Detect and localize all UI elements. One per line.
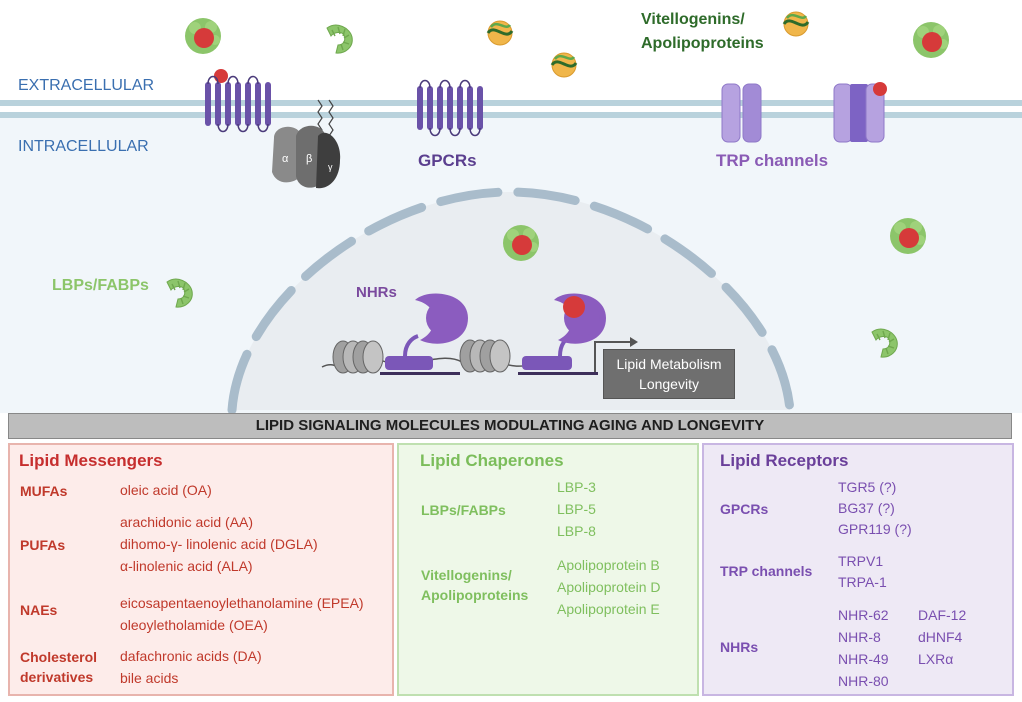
messenger-item: dafachronic acids (DA): [120, 648, 262, 664]
target-genes-line1: Lipid Metabolism: [616, 356, 722, 372]
receptor-item: dHNF4: [918, 629, 963, 645]
receptor-item: GPR119 (?): [838, 521, 912, 537]
receptor-item: LXRα: [918, 651, 954, 667]
g-alpha-label: α: [282, 153, 289, 165]
lipid-bound-lbp-icon: [890, 218, 926, 254]
nhr-icon: [385, 293, 468, 370]
intracellular-label: INTRACELLULAR: [18, 138, 149, 155]
target-genes-line2: Longevity: [639, 376, 699, 392]
lipid-ligand-icon: [214, 69, 228, 83]
g-protein-icon: α β γ: [272, 99, 341, 189]
lipid-receptors-title: Lipid Receptors: [720, 451, 849, 470]
vitellogenin-icon: [550, 51, 578, 79]
g-beta-label: β: [306, 153, 312, 165]
category-nhrs: NHRs: [720, 639, 759, 655]
vitellogenins-label-line2: Apolipoproteins: [641, 35, 764, 52]
messenger-item: eicosapentaenoylethanolamine (EPEA): [120, 595, 364, 611]
receptor-item: TGR5 (?): [838, 479, 897, 495]
target-genes-box: Lipid Metabolism Longevity: [603, 349, 735, 399]
receptor-item: DAF-12: [918, 607, 967, 623]
vitellogenin-icon: [486, 19, 514, 47]
lbp-icon: [326, 24, 353, 54]
category-cholesterol-line2: derivatives: [20, 669, 94, 685]
lipid-chaperones-panel: Lipid Chaperones LBPs/FABPs LBP-3 LBP-5 …: [397, 443, 699, 696]
chaperone-item: LBP-3: [557, 479, 596, 495]
category-gpcrs: GPCRs: [720, 501, 769, 517]
receptor-item: NHR-62: [838, 607, 889, 623]
trp-channel-icon: [721, 83, 762, 143]
receptor-item: TRPV1: [838, 553, 884, 569]
g-gamma-label: γ: [328, 162, 333, 172]
receptor-item: NHR-8: [838, 629, 881, 645]
receptor-item: TRPA-1: [838, 574, 887, 590]
category-cholesterol: Cholesterol: [20, 649, 98, 665]
nhr-with-ligand-icon: [522, 293, 606, 370]
nhrs-label: NHRs: [356, 284, 397, 301]
lipid-bound-lbp-icon: [503, 225, 539, 261]
chaperone-item: LBP-8: [557, 523, 596, 539]
lbps-fabps-label: LBPs/FABPs: [52, 277, 149, 294]
messenger-item: bile acids: [120, 670, 179, 686]
category-lbps: LBPs/FABPs: [421, 502, 506, 518]
trp-channels-label: TRP channels: [716, 151, 829, 170]
category-mufas: MUFAs: [20, 483, 68, 499]
receptor-item: NHR-80: [838, 673, 889, 689]
chaperone-item: Apolipoprotein D: [557, 579, 661, 595]
cell-membrane: [0, 100, 1022, 118]
gpcrs-label: GPCRs: [418, 151, 477, 170]
section-banner: LIPID SIGNALING MOLECULES MODULATING AGI…: [8, 413, 1012, 439]
category-trp-channels: TRP channels: [720, 563, 813, 579]
extracellular-label: EXTRACELLULAR: [18, 77, 155, 94]
receptor-item: NHR-49: [838, 651, 889, 667]
vitellogenins-label: Vitellogenins/ Apolipoproteins: [641, 8, 764, 56]
receptor-item: BG37 (?): [838, 500, 895, 516]
category-vitellogenins: Vitellogenins/: [421, 567, 512, 583]
category-pufas: PUFAs: [20, 537, 66, 553]
trp-channel-with-ligand-icon: [833, 82, 887, 143]
lipid-messengers-title: Lipid Messengers: [19, 451, 163, 470]
messenger-item: oleoyletholamide (OEA): [120, 617, 268, 633]
lipid-messengers-panel: Lipid Messengers MUFAs oleic acid (OA) P…: [8, 443, 394, 696]
messenger-item: dihomo-γ- linolenic acid (DGLA): [120, 536, 318, 552]
lipid-bound-lbp-icon: [185, 18, 221, 54]
chaperone-item: Apolipoprotein E: [557, 601, 660, 617]
chaperone-item: Apolipoprotein B: [557, 557, 660, 573]
vitellogenin-icon: [782, 10, 810, 38]
messenger-item: arachidonic acid (AA): [120, 514, 254, 530]
messenger-item: oleic acid (OA): [120, 482, 212, 498]
lipid-receptors-panel: Lipid Receptors GPCRs TGR5 (?) BG37 (?) …: [702, 443, 1014, 696]
vitellogenins-label-line1: Vitellogenins/: [641, 11, 745, 28]
chaperone-item: LBP-5: [557, 501, 596, 517]
lipid-bound-lbp-icon: [913, 22, 949, 58]
messenger-item: α-linolenic acid (ALA): [120, 558, 253, 574]
category-naes: NAEs: [20, 602, 58, 618]
transcription-arrow-icon: [594, 341, 632, 372]
lipid-chaperones-title: Lipid Chaperones: [420, 451, 564, 470]
category-vitellogenins-line2: Apolipoproteins: [421, 587, 529, 603]
